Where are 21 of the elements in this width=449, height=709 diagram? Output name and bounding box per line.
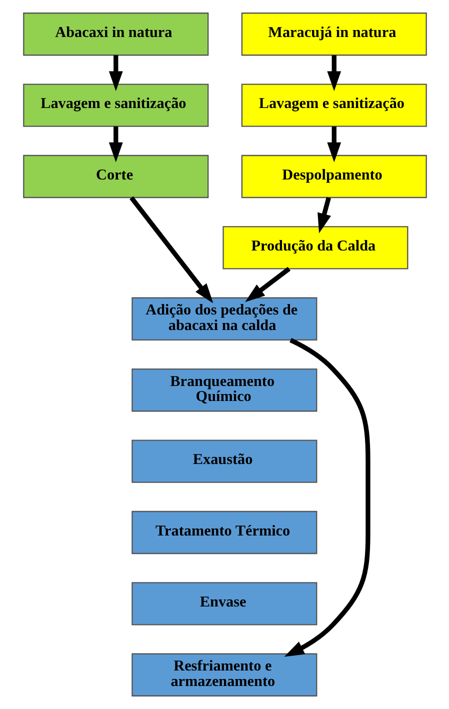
arrow bbox=[129, 196, 213, 304]
node-box: Exaustão bbox=[131, 440, 317, 483]
arrow bbox=[326, 126, 341, 162]
node-box: Envase bbox=[131, 582, 317, 626]
node-box: Branqueamento Químico bbox=[131, 368, 317, 412]
arrow bbox=[244, 266, 290, 302]
node-box: Corte bbox=[22, 154, 208, 198]
node-box: Despolpamento bbox=[240, 154, 426, 198]
arrow bbox=[317, 196, 330, 234]
node-box: Tratamento Térmico bbox=[131, 510, 317, 554]
node-box: Lavagem e sanitização bbox=[22, 84, 208, 127]
arrow bbox=[108, 126, 122, 162]
node-box: Adição dos pedações de abacaxi na calda bbox=[131, 297, 317, 340]
node-box: Maracujá in natura bbox=[240, 12, 426, 56]
node-box: Resfriamento e armazenamento bbox=[131, 653, 317, 696]
arrow bbox=[108, 55, 122, 92]
node-box: Produção da Calda bbox=[222, 226, 408, 270]
arrow bbox=[326, 55, 341, 92]
arrow bbox=[284, 338, 370, 657]
node-box: Lavagem e sanitização bbox=[240, 84, 426, 127]
node-box: Abacaxi in natura bbox=[22, 12, 208, 56]
